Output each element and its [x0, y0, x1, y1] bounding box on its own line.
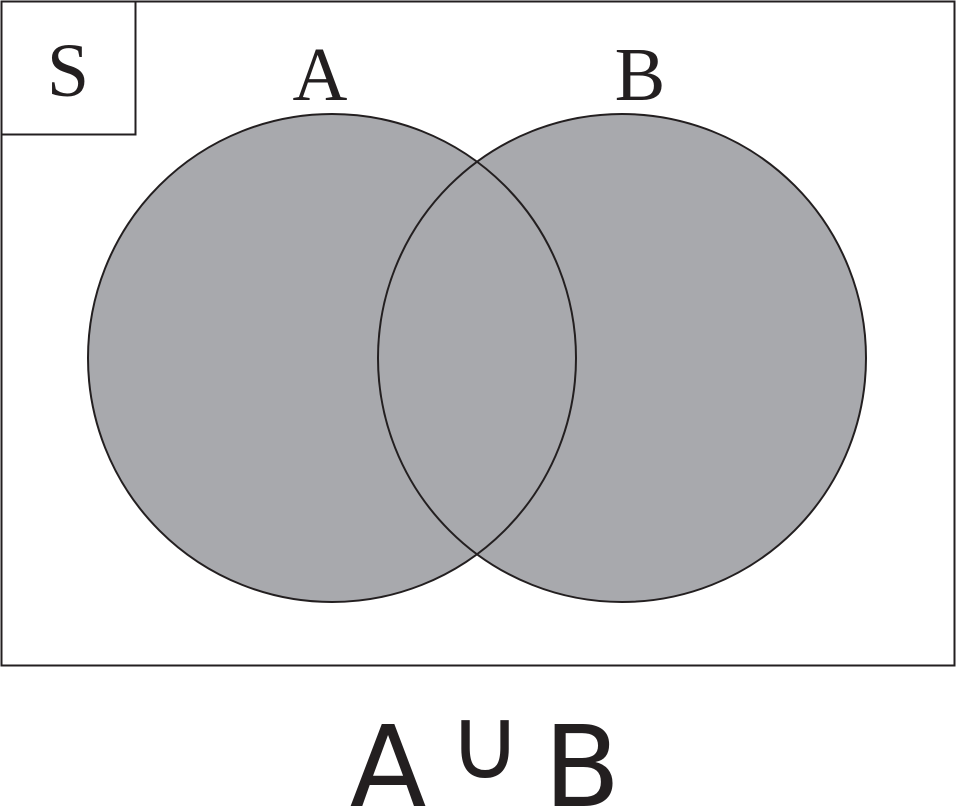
- caption-union-symbol: ∪: [448, 685, 521, 802]
- caption-set-a: A: [350, 703, 427, 808]
- set-b-label: B: [615, 33, 666, 117]
- set-b-outline: [377, 113, 867, 603]
- set-a-label: A: [293, 33, 348, 117]
- set-a-outline: [87, 113, 577, 603]
- caption-set-b: B: [544, 703, 621, 808]
- universe-label: S: [47, 29, 89, 113]
- set-b-circle: [378, 114, 866, 602]
- universe-label-box: [0, 0, 137, 136]
